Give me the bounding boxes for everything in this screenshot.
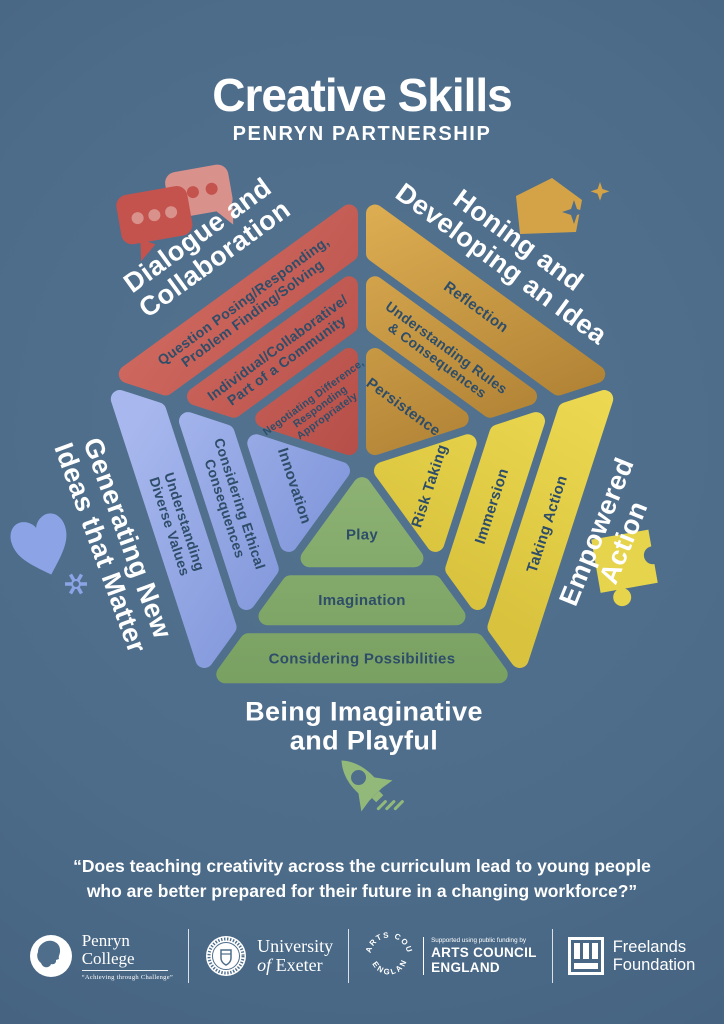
segment-generating-new-ideas-that-matter-2 (247, 434, 350, 552)
poster-title: Creative Skills (212, 69, 513, 121)
footer-divider (551, 929, 553, 983)
segment-being-imaginative-and-playful-0 (216, 633, 508, 684)
segment-generating-new-ideas-that-matter-0 (110, 390, 237, 668)
rocket-icon (341, 760, 404, 812)
segment-dialogue-and-collaboration-2 (255, 348, 358, 456)
arts-council-funding-note: Supported using public funding by (431, 937, 526, 944)
exeter-of: of (257, 955, 272, 975)
research-question-line1: “Does teaching creativity across the cur… (73, 856, 651, 876)
footer-logos: Penryn College “Achieving through Challe… (0, 929, 724, 983)
penryn-tagline: “Achieving through Challenge” (81, 973, 174, 981)
footer-divider (348, 929, 350, 983)
research-question: “Does teaching creativity across the cur… (0, 854, 724, 904)
segment-label-being-imaginative-and-playful-0: Considering Possibilities (269, 650, 456, 667)
segment-label-being-imaginative-and-playful-2: Play (346, 526, 378, 543)
penryn-name-line2: College (81, 948, 135, 968)
segment-dialogue-and-collaboration-1 (187, 276, 358, 418)
category-icons (10, 164, 662, 812)
exeter-line2: of Exeter (257, 956, 333, 975)
arts-council-england-logo: ARTS COUNCIL ENGLAND Supported using pub… (364, 931, 537, 981)
arts-council-roundel-icon: ARTS COUNCIL ENGLAND (364, 931, 414, 977)
freelands-foundation-logo: Freelands Foundation (567, 937, 696, 975)
arts-council-circle-top-text: ARTS COUNCIL (364, 931, 413, 954)
penryn-college-crest-icon (29, 935, 72, 977)
freelands-icon (567, 937, 604, 975)
segment-label-being-imaginative-and-playful-1: Imagination (318, 592, 405, 609)
exeter-line1: University (257, 936, 334, 956)
university-of-exeter-logo: University of Exeter (204, 934, 333, 978)
segment-empowered-action-0 (487, 390, 614, 668)
segment-empowered-action-1 (445, 412, 545, 610)
segment-being-imaginative-and-playful-2 (300, 477, 424, 568)
poster-subtitle: PENRYN PARTNERSHIP (232, 123, 492, 145)
puzzle-piece-icon (591, 529, 662, 607)
pentagon-wedges (110, 204, 614, 684)
segment-honing-and-developing-an-idea-1 (366, 276, 537, 418)
penryn-college-logo: Penryn College “Achieving through Challe… (29, 930, 174, 981)
exeter-crest-icon (206, 936, 247, 976)
freelands-name-line2: Foundation (612, 956, 696, 974)
paper-sparkle-icon (516, 178, 610, 234)
exeter-name: Exeter (275, 955, 323, 975)
arts-council-name-line2: ENGLAND (431, 959, 500, 975)
heart-gear-icon (10, 513, 95, 603)
segment-honing-and-developing-an-idea-0 (366, 204, 606, 396)
segment-being-imaginative-and-playful-1 (258, 575, 466, 626)
segment-dialogue-and-collaboration-0 (118, 204, 358, 396)
svg-text:ARTS COUNCIL: ARTS COUNCIL (364, 931, 414, 954)
footer-divider (188, 929, 190, 983)
segment-honing-and-developing-an-idea-2 (366, 348, 469, 456)
arts-council-name-line1: ARTS COUNCIL (431, 945, 537, 960)
penryn-name-line1: Penryn (81, 930, 130, 950)
research-question-line2: who are better prepared for their future… (86, 881, 638, 901)
penryn-underline (81, 969, 168, 971)
title-block: Creative Skills PENRYN PARTNERSHIP (0, 70, 724, 146)
freelands-name-line1: Freelands (612, 938, 687, 956)
speech-bubbles-icon (116, 164, 234, 262)
segment-generating-new-ideas-that-matter-1 (179, 412, 279, 610)
segment-empowered-action-2 (374, 434, 477, 552)
